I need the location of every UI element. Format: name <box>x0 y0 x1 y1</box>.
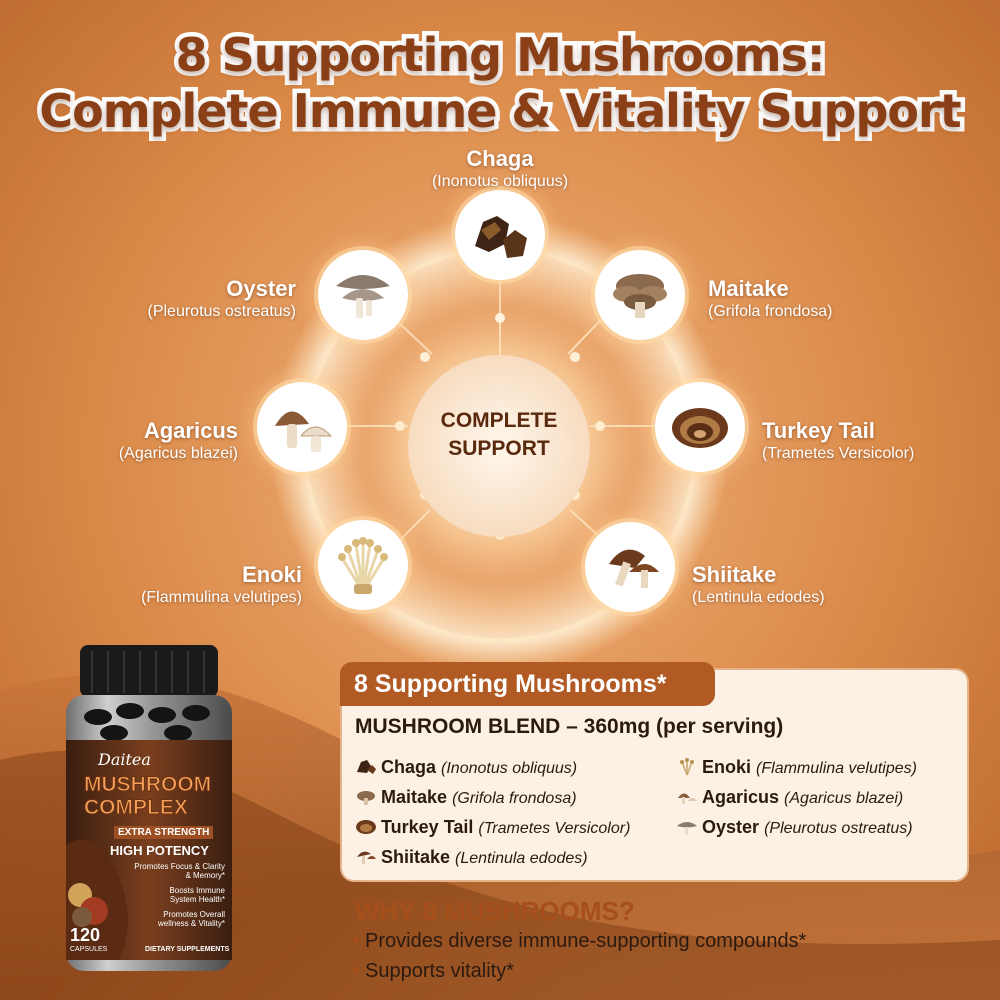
panel-item-sci: (Pleurotus ostreatus) <box>764 820 913 837</box>
why-bullet-text: Supports vitality* <box>365 960 514 982</box>
label-turkey-tail-name: Turkey Tail <box>762 418 875 443</box>
product-bottle <box>66 645 232 971</box>
center-line-1: COMPLETE <box>440 409 558 432</box>
panel-item-name: Shiitake <box>381 847 451 867</box>
why-bullet-text: Provides diverse immune-supporting compo… <box>365 930 807 952</box>
panel-item-enoki: Enoki (Flammulina velutipes) <box>676 757 917 778</box>
maitake-icon <box>357 791 375 805</box>
label-shiitake-sci: (Lentinula edodes) <box>692 589 825 606</box>
shiitake-node <box>585 522 675 612</box>
panel-item-sci: (Inonotus obliquus) <box>441 760 578 777</box>
panel-item-agaricus: Agaricus (Agaricus blazei) <box>676 787 903 808</box>
panel-item-maitake: Maitake (Grifola frondosa) <box>355 787 577 808</box>
label-shiitake: Shiitake (Lentinula edodes) <box>692 562 892 608</box>
bottle-claim-3: Promotes Overall wellness & Vitality* <box>158 910 225 928</box>
panel-item-name: Chaga <box>381 757 437 777</box>
panel-item-chaga: Chaga (Inonotus obliquus) <box>355 757 577 778</box>
oyster-node <box>318 250 408 340</box>
label-chaga-name: Chaga <box>466 146 534 171</box>
panel-item-name: Agaricus <box>702 787 780 807</box>
label-oyster-name: Oyster <box>226 276 296 301</box>
headline-line-1: 8 Supporting Mushrooms: <box>171 28 830 83</box>
bottle-product-line-2: COMPLEX <box>84 796 189 820</box>
turkey-tail-icon <box>672 408 728 448</box>
panel-item-turkey-tail: Turkey Tail (Trametes Versicolor) <box>355 817 630 838</box>
shiitake-icon <box>357 851 376 864</box>
label-agaricus-name: Agaricus <box>143 418 238 443</box>
oyster-icon <box>677 822 697 835</box>
why-bullet-1: •Provides diverse immune-supporting comp… <box>352 930 806 953</box>
chaga-node <box>455 190 545 280</box>
why-bullet-2: •Supports vitality* <box>352 960 514 983</box>
center-badge: COMPLETE SUPPORT <box>408 355 590 537</box>
enoki-icon <box>680 758 694 776</box>
panel-item-sci: (Lentinula edodes) <box>455 850 588 867</box>
bottle-potency: HIGH POTENCY <box>110 843 209 858</box>
bottle-product-line-1: MUSHROOM <box>84 773 212 797</box>
label-maitake: Maitake (Grifola frondosa) <box>708 276 908 322</box>
panel-item-name: Oyster <box>702 817 760 837</box>
panel-heading: 8 Supporting Mushrooms* <box>340 662 715 706</box>
turkey-tail-node <box>655 382 745 472</box>
panel-item-sci: (Flammulina velutipes) <box>756 760 917 777</box>
bottle-count-unit: CAPSULES <box>70 946 108 953</box>
panel-item-sci: (Trametes Versicolor) <box>478 820 631 837</box>
panel-item-name: Enoki <box>702 757 752 777</box>
panel-item-name: Maitake <box>381 787 448 807</box>
label-turkey-tail-sci: (Trametes Versicolor) <box>762 445 915 462</box>
bottle-count: 120 <box>70 925 101 945</box>
label-enoki: Enoki (Flammulina velutipes) <box>80 562 302 608</box>
enoki-node <box>318 520 408 610</box>
why-heading: WHY 8 MUSHROOMS? <box>355 896 635 926</box>
center-line-2: SUPPORT <box>448 437 550 460</box>
label-maitake-sci: (Grifola frondosa) <box>708 303 833 320</box>
bullet-dot: • <box>352 960 360 982</box>
label-oyster: Oyster (Pleurotus ostreatus) <box>90 276 296 322</box>
label-maitake-name: Maitake <box>708 276 789 301</box>
label-oyster-sci: (Pleurotus ostreatus) <box>147 303 296 320</box>
shiitake-icon <box>609 549 659 588</box>
blend-amount: MUSHROOM BLEND – 360mg (per serving) <box>355 715 784 738</box>
maitake-node <box>595 250 685 340</box>
panel-item-shiitake: Shiitake (Lentinula edodes) <box>355 847 588 868</box>
center-text: COMPLETE SUPPORT <box>408 407 590 463</box>
label-chaga-sci: (Inonotus obliquus) <box>431 173 569 190</box>
bullet-dot: • <box>352 930 360 952</box>
label-enoki-name: Enoki <box>242 562 302 587</box>
agaricus-icon <box>275 411 333 452</box>
label-enoki-sci: (Flammulina velutipes) <box>141 589 302 606</box>
panel-item-oyster: Oyster (Pleurotus ostreatus) <box>676 817 913 838</box>
bottle-category: DIETARY SUPPLEMENTS <box>145 946 230 953</box>
label-agaricus: Agaricus (Agaricus blazei) <box>40 418 238 464</box>
oyster-icon <box>336 275 390 318</box>
bottle-claim-2: Boosts Immune System Health* <box>169 886 225 904</box>
chaga-icon <box>357 760 376 774</box>
bottle-brand: Daitea <box>98 750 151 769</box>
label-chaga: Chaga (Inonotus obliquus) <box>400 146 600 192</box>
chaga-icon <box>475 216 527 258</box>
label-agaricus-sci: (Agaricus blazei) <box>118 445 238 462</box>
label-turkey-tail: Turkey Tail (Trametes Versicolor) <box>762 418 982 464</box>
enoki-icon <box>338 537 388 594</box>
headline-line-2: Complete Immune & Vitality Support <box>35 84 966 139</box>
agaricus-icon <box>678 793 697 804</box>
panel-item-name: Turkey Tail <box>381 817 474 837</box>
maitake-icon <box>613 274 667 318</box>
panel-item-sci: (Grifola frondosa) <box>452 790 577 807</box>
bottle-strength: EXTRA STRENGTH <box>114 826 214 839</box>
label-shiitake-name: Shiitake <box>692 562 777 587</box>
bottle-claim-1: Promotes Focus & Clarity & Memory* <box>134 862 225 880</box>
turkey-tail-icon <box>356 820 376 834</box>
agaricus-node <box>257 382 347 472</box>
panel-item-sci: (Agaricus blazei) <box>784 790 904 807</box>
